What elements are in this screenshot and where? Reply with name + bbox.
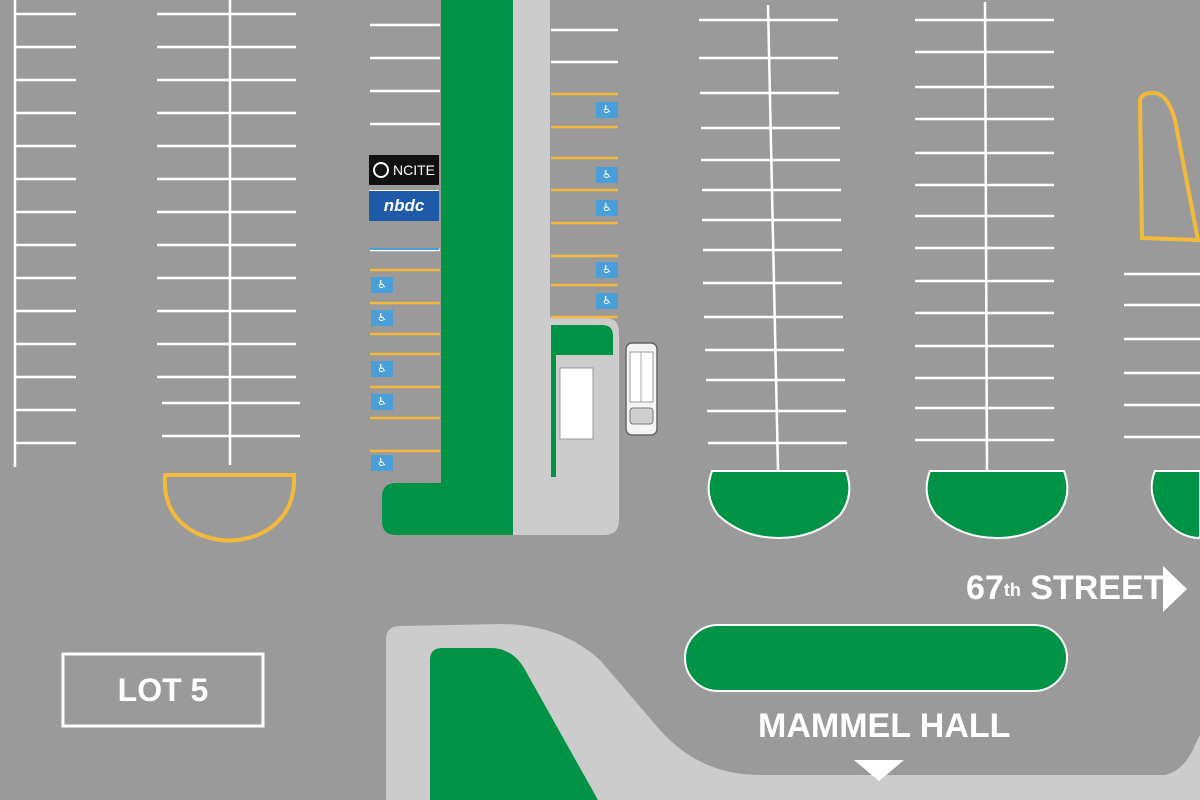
parking-row-3: [370, 23, 440, 453]
green-median-small: [551, 325, 613, 477]
sign-strip: [369, 222, 439, 250]
island-3: [1150, 470, 1200, 540]
ncite-logo-icon: [373, 162, 389, 178]
shuttle-bus: [625, 342, 658, 436]
lot-label-box: [61, 652, 265, 728]
ncite-label: NCITE: [393, 162, 435, 178]
accessible-icon: ♿: [371, 277, 393, 293]
street-number: 67: [966, 569, 1004, 607]
nbdc-sign: nbdc: [369, 190, 439, 221]
accessible-icon: ♿: [596, 262, 618, 278]
accessible-icon: ♿: [596, 293, 618, 309]
shelter: [559, 367, 594, 440]
island-2: [925, 470, 1069, 540]
accessible-icon: ♿: [596, 167, 618, 183]
ncite-sign: NCITE: [369, 155, 439, 185]
nbdc-label: nbdc: [383, 196, 425, 215]
parking-row-7: [1124, 272, 1200, 439]
dropoff-zone: [162, 473, 297, 543]
lot-label: LOT 5: [117, 671, 209, 708]
down-arrow-icon: [854, 760, 904, 781]
parking-row-4: [551, 28, 618, 319]
accessible-icon: ♿: [371, 361, 393, 377]
island-1: [707, 470, 851, 540]
street-word: STREET: [1030, 569, 1165, 607]
street-label: 67th STREET: [966, 568, 1164, 608]
building-label: MAMMEL HALL: [758, 707, 1011, 745]
restricted-zone: [1137, 90, 1200, 243]
parking-row-2: [157, 0, 300, 465]
parking-row-5: [699, 4, 847, 471]
sidewalk-curve: [386, 624, 1200, 800]
parking-row-1: [13, 0, 76, 467]
green-median-vertical: [382, 0, 513, 535]
street-suffix: th: [1003, 580, 1021, 600]
accessible-icon: ♿: [596, 102, 618, 118]
right-arrow-icon: [1163, 566, 1187, 612]
accessible-icon: ♿: [596, 200, 618, 216]
accessible-icon: ♿: [371, 394, 393, 410]
green-wedge: [430, 648, 598, 800]
accessible-icon: ♿: [371, 310, 393, 326]
accessible-icon: ♿: [371, 455, 393, 471]
green-median-horizontal: [684, 624, 1068, 692]
parking-row-6: [915, 1, 1054, 471]
